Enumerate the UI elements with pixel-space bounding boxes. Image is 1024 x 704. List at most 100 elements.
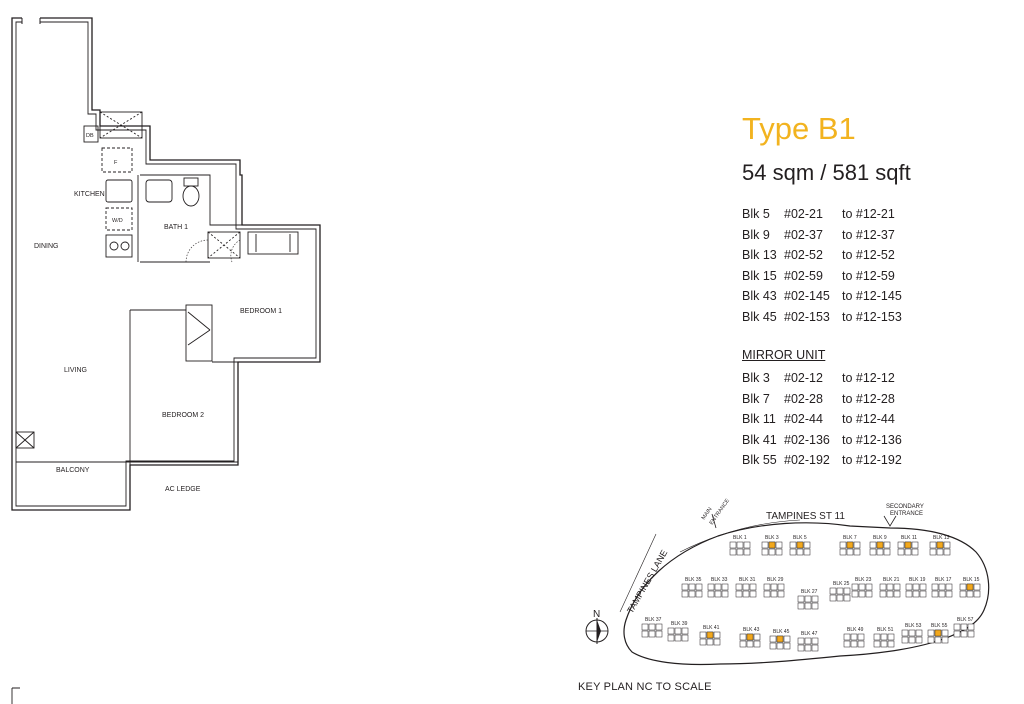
key-plan-block-label: BLK 49: [847, 627, 864, 633]
key-plan-caption: KEY PLAN NC TO SCALE: [578, 681, 712, 693]
key-plan-unit-cell: [887, 633, 895, 641]
key-plan-unit-cell: [839, 548, 847, 556]
key-plan-unit-cell: [688, 583, 696, 591]
mirror-unit-title: MIRROR UNIT: [742, 348, 826, 362]
key-plan-unit-cell: [941, 636, 949, 644]
ac-ledge-label: AC LEDGE: [165, 486, 201, 493]
key-plan-block: BLK 37: [641, 617, 663, 638]
key-plan-block: BLK 21: [879, 577, 901, 598]
unit-from: #02-21: [784, 207, 823, 221]
key-plan-unit-cell: [811, 644, 819, 652]
key-plan-unit-cell: [768, 548, 776, 556]
living-label: LIVING: [64, 367, 87, 374]
key-plan-highlight-unit: [776, 635, 784, 643]
key-plan-block: BLK 11: [897, 535, 919, 556]
key-plan-unit-cell: [938, 590, 946, 598]
key-plan-unit-cell: [770, 583, 778, 591]
unit-area: 54 sqm / 581 sqft: [742, 160, 911, 185]
unit-to: to #12-136: [842, 432, 902, 447]
key-plan-unit-cell: [743, 541, 751, 549]
key-plan-unit-cell: [967, 623, 975, 631]
key-plan-unit-cell: [739, 633, 747, 641]
key-plan-unit-cell: [897, 548, 905, 556]
key-plan-unit-cell: [753, 633, 761, 641]
key-plan-block-label: BLK 23: [855, 577, 872, 583]
key-plan-block: BLK 19: [905, 577, 927, 598]
key-plan-block: BLK 9: [869, 535, 891, 556]
key-plan-block-label: BLK 51: [877, 627, 894, 633]
key-plan-unit-cell: [729, 548, 737, 556]
key-plan-unit-cell: [934, 636, 942, 644]
key-plan-unit-cell: [911, 541, 919, 549]
key-plan-unit-cell: [857, 640, 865, 648]
key-plan-unit-cell: [713, 638, 721, 646]
key-plan-unit-cell: [783, 635, 791, 643]
unit-to: to #12-145: [842, 289, 902, 304]
key-plan-unit-cell: [729, 541, 737, 549]
key-plan-unit-cell: [667, 627, 675, 635]
key-plan-block: BLK 5: [789, 535, 811, 556]
key-plan-unit-cell: [966, 590, 974, 598]
key-plan-unit-cell: [797, 637, 805, 645]
key-plan-block: BLK 7: [839, 535, 861, 556]
unit-to: to #12-59: [842, 268, 895, 283]
key-plan-unit-cell: [880, 633, 888, 641]
key-plan-unit-cell: [973, 583, 981, 591]
key-plan-unit-cell: [960, 630, 968, 638]
key-plan-unit-cell: [836, 594, 844, 602]
f-label: F: [114, 160, 118, 166]
key-plan-unit-cell: [850, 633, 858, 641]
key-plan-block: BLK 31: [735, 577, 757, 598]
kitchen-sink: [105, 179, 133, 203]
key-plan-unit-cell: [959, 583, 967, 591]
key-plan-unit-cell: [945, 590, 953, 598]
key-plan-unit-cell: [959, 590, 967, 598]
unit-type-title: Type B1: [742, 111, 856, 146]
key-plan-block-label: BLK 21: [883, 577, 900, 583]
key-plan-unit-cell: [927, 629, 935, 637]
key-plan-unit-cell: [879, 590, 887, 598]
key-plan-unit-cell: [641, 623, 649, 631]
key-plan-block-label: BLK 15: [963, 577, 980, 583]
unit-to: to #12-37: [842, 227, 895, 242]
key-plan-unit-cell: [931, 583, 939, 591]
unit-block: Blk 43: [742, 289, 777, 304]
unit-block: Blk 7: [742, 391, 770, 406]
key-plan-unit-cell: [681, 627, 689, 635]
key-plan-unit-cell: [655, 630, 663, 638]
unit-to: to #12-153: [842, 309, 902, 324]
unit-block: Blk 5: [742, 207, 770, 221]
key-plan-block-label: BLK 17: [935, 577, 952, 583]
unit-outline-inner: [15, 21, 317, 507]
key-plan-block-label: BLK 5: [793, 535, 807, 541]
key-plan-unit-cell: [769, 642, 777, 650]
key-plan-unit-cell: [967, 630, 975, 638]
key-plan-unit-cell: [853, 548, 861, 556]
key-plan-highlight-unit: [796, 541, 804, 549]
key-plan-unit-cell: [901, 636, 909, 644]
unit-block: Blk 3: [742, 371, 770, 385]
key-plan-unit-cell: [707, 590, 715, 598]
key-plan-unit-cell: [901, 629, 909, 637]
unit-block: Blk 11: [742, 412, 776, 427]
key-plan-block: BLK 33: [707, 577, 729, 598]
key-plan-block: BLK 51: [873, 627, 895, 648]
key-plan-unit-cell: [858, 583, 866, 591]
road-tampines-lane: TAMPINES LANE: [625, 548, 669, 615]
key-plan-unit-cell: [936, 548, 944, 556]
key-plan-unit-cell: [674, 627, 682, 635]
key-plan-unit-cell: [886, 590, 894, 598]
key-plan-unit-cell: [714, 583, 722, 591]
unit-from: #02-44: [784, 412, 823, 427]
key-plan-unit-cell: [804, 595, 812, 603]
key-plan-unit-cell: [876, 548, 884, 556]
key-plan-unit-cell: [770, 590, 778, 598]
unit-block: Blk 41: [742, 432, 777, 447]
key-plan-unit-cell: [811, 595, 819, 603]
key-plan-unit-cell: [843, 633, 851, 641]
key-plan-unit-cell: [839, 541, 847, 549]
key-plan-block: BLK 17: [931, 577, 953, 598]
unit-from: #02-192: [784, 453, 830, 468]
